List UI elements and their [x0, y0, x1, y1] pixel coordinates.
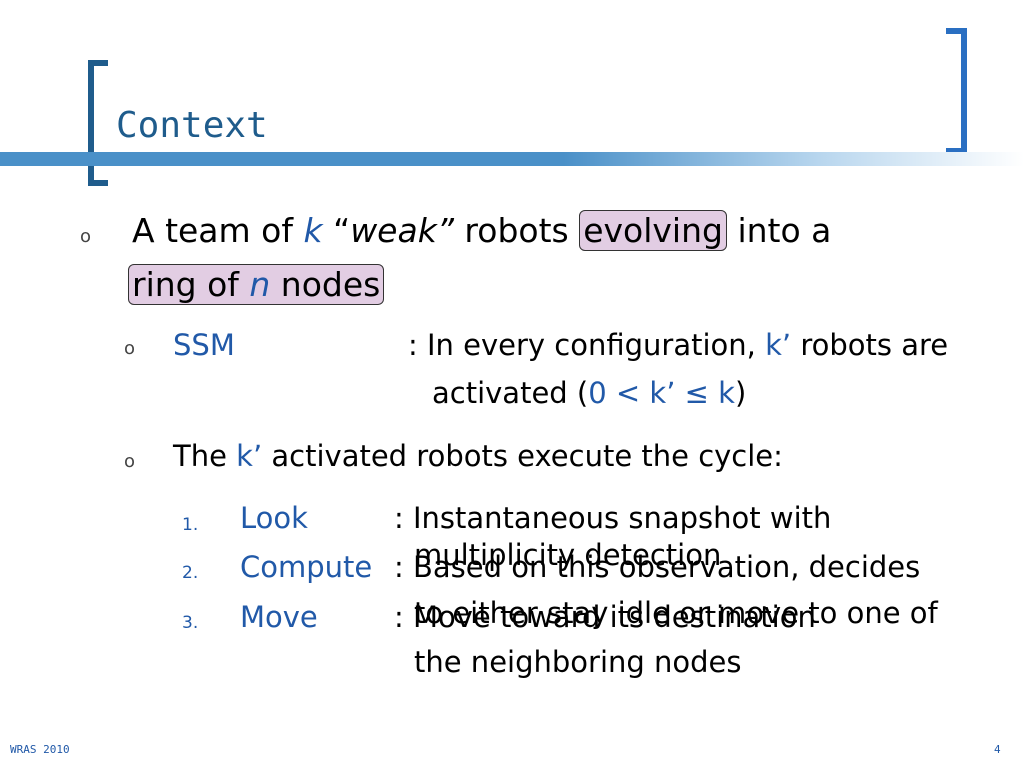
step-desc-look: : Instantaneous snapshot with	[394, 501, 832, 535]
step-label-compute: Compute	[240, 550, 373, 584]
cycle-intro: The k’ activated robots execute the cycl…	[173, 439, 783, 473]
bullet-icon: o	[124, 451, 136, 472]
step-label-move: Move	[240, 600, 318, 634]
right-bracket-decoration	[946, 28, 967, 154]
main-point-line2: ring of n nodes	[128, 264, 385, 305]
step-desc-move: : Move toward its destination	[394, 600, 816, 634]
slide-title: Context	[116, 105, 268, 146]
footer-page-number: 4	[994, 743, 1001, 756]
highlight-ring: ring of n nodes	[128, 264, 385, 305]
step-label-look: Look	[240, 501, 308, 535]
footer-conference: WRAS 2010	[10, 743, 70, 756]
step-number: 1.	[182, 515, 199, 535]
title-underline-bar	[0, 152, 1024, 166]
ssm-description-line2: activated (0 < k’ ≤ k)	[432, 376, 747, 410]
step-desc-look: multiplicity detection	[414, 538, 722, 572]
bullet-icon: o	[80, 226, 92, 247]
step-number: 2.	[182, 563, 199, 583]
ssm-description-line1: : In every configuration, k’ robots are	[408, 328, 949, 362]
step-desc-compute: to either stay idle or move to one of	[414, 596, 938, 630]
left-bracket-decoration	[88, 60, 108, 186]
step-desc-compute: : Based on this observation, decides	[394, 550, 921, 584]
ssm-label: SSM	[173, 328, 235, 362]
bullet-icon: o	[124, 338, 136, 359]
highlight-evolving: evolving	[579, 210, 727, 251]
step-desc-compute: the neighboring nodes	[414, 645, 742, 679]
step-number: 3.	[182, 613, 199, 633]
main-point-line1: A team of k “weak” robots evolving into …	[132, 210, 832, 251]
